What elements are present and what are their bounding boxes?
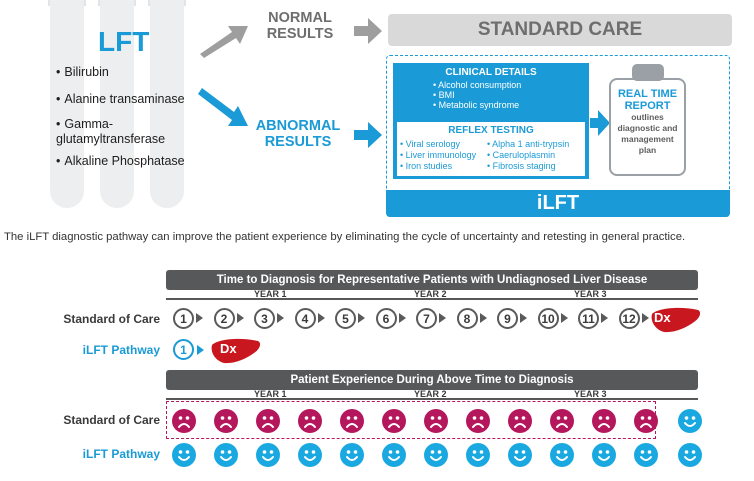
reflex-list-left: • Viral serology • Liver immunology • Ir… — [400, 139, 477, 171]
test-item: •Alanine transaminase — [56, 92, 185, 106]
ilft-pathway-label: iLFT Pathway — [82, 343, 160, 357]
standard-care-box: STANDARD CARE — [388, 14, 732, 46]
step-arrow-icon — [358, 313, 365, 323]
step-circle: 10 — [537, 308, 559, 329]
experience-title: Patient Experience During Above Time to … — [166, 370, 698, 390]
step-arrow-icon — [439, 313, 446, 323]
step-arrow-icon — [398, 313, 406, 323]
happy-face-icon — [466, 443, 490, 467]
dx-label: Dx — [220, 341, 237, 356]
sad-face-icon — [508, 409, 532, 433]
test-tube-icon — [150, 0, 184, 208]
sad-face-icon — [256, 409, 280, 433]
step-arrow-icon — [601, 313, 608, 323]
step-arrow-icon — [479, 313, 487, 323]
dx-label: Dx — [654, 310, 671, 325]
ilft-label-bar: iLFT — [386, 190, 730, 217]
timeline-year-bar: YEAR 1 YEAR 2 YEAR 3 — [166, 288, 698, 300]
arrow-down-right-icon — [198, 88, 248, 126]
ilft-pathway-label: iLFT Pathway — [82, 447, 160, 461]
year-label: YEAR 2 — [414, 389, 447, 399]
caption: The iLFT diagnostic pathway can improve … — [4, 231, 686, 243]
real-time-report: REAL TIME REPORT outlines diagnostic and… — [617, 88, 678, 155]
step-circle: 12 — [618, 308, 640, 329]
happy-face-icon — [298, 443, 322, 467]
arrow-right-icon — [354, 122, 382, 148]
liver-icon — [651, 307, 701, 333]
step-arrow-icon — [641, 313, 649, 323]
step-circle: 8 — [456, 308, 478, 329]
arrow-up-right-icon — [200, 26, 248, 58]
arrow-right-icon — [590, 110, 610, 136]
happy-face-icon — [424, 443, 448, 467]
reflex-testing-box: REFLEX TESTING • Viral serology • Liver … — [397, 122, 585, 176]
sad-face-icon — [298, 409, 322, 433]
happy-face-icon — [340, 443, 364, 467]
test-item: •Alkaline Phosphatase — [56, 154, 185, 168]
sad-face-icon — [214, 409, 238, 433]
happy-face-icon — [508, 443, 532, 467]
step-circle: 6 — [375, 308, 397, 329]
happy-face-icon — [678, 443, 702, 467]
ilft-step: 1 — [173, 339, 194, 360]
uncertainty-period-box — [166, 401, 656, 439]
timeline-title: Time to Diagnosis for Representative Pat… — [166, 270, 698, 290]
step-circle: 7 — [416, 308, 437, 329]
step-arrow-icon — [277, 313, 284, 323]
happy-face-icon — [592, 443, 616, 467]
arrow-right-icon — [354, 18, 382, 44]
clinical-details-title: CLINICAL DETAILS — [445, 67, 537, 78]
step-circle: 2 — [213, 308, 235, 329]
experience-year-bar: YEAR 1 YEAR 2 YEAR 3 — [166, 388, 698, 400]
step-arrow-icon — [236, 313, 244, 323]
standard-of-care-label: Standard of Care — [63, 413, 160, 427]
test-tube-icon — [50, 0, 84, 208]
happy-face-icon — [550, 443, 574, 467]
happy-face-icon — [634, 443, 658, 467]
test-tube-icon — [100, 0, 134, 208]
step-circle: 9 — [497, 308, 518, 329]
sad-face-icon — [424, 409, 448, 433]
happy-face-icon — [214, 443, 238, 467]
step-circle: 1 — [173, 308, 194, 329]
test-item: •Gamma-glutamyltransferase — [56, 117, 166, 146]
clinical-details-list: • Alcohol consumption • BMI • Metabolic … — [433, 80, 522, 110]
step-arrow-icon — [196, 313, 203, 323]
reflex-list-right: • Alpha 1 anti-trypsin • Caeruloplasmin … — [487, 139, 570, 171]
step-arrow-icon — [560, 313, 568, 323]
step-arrow-icon — [520, 313, 527, 323]
sad-face-icon — [172, 409, 196, 433]
liver-icon — [211, 338, 261, 364]
sad-face-icon — [550, 409, 574, 433]
test-item: •Bilirubin — [56, 65, 109, 79]
happy-face-icon — [382, 443, 406, 467]
step-circle: 3 — [254, 308, 275, 329]
year-label: YEAR 2 — [414, 289, 447, 299]
step-circle: 4 — [294, 308, 316, 329]
clipboard-icon — [609, 78, 686, 176]
sad-face-icon — [634, 409, 658, 433]
happy-face-icon — [678, 409, 702, 433]
step-arrow-icon — [197, 345, 204, 355]
sad-face-icon — [592, 409, 616, 433]
step-arrow-icon — [317, 313, 325, 323]
happy-face-icon — [172, 443, 196, 467]
sad-face-icon — [340, 409, 364, 433]
reflex-testing-title: REFLEX TESTING — [448, 125, 534, 136]
year-label: YEAR 1 — [254, 289, 287, 299]
step-circle: 11 — [578, 308, 599, 329]
year-label: YEAR 1 — [254, 389, 287, 399]
lft-title: LFT — [98, 26, 150, 57]
year-label: YEAR 3 — [574, 389, 607, 399]
sad-face-icon — [466, 409, 490, 433]
step-circle: 5 — [335, 308, 356, 329]
happy-face-icon — [256, 443, 280, 467]
year-label: YEAR 3 — [574, 289, 607, 299]
standard-of-care-label: Standard of Care — [63, 312, 160, 326]
clipboard-clip — [632, 64, 664, 81]
sad-face-icon — [382, 409, 406, 433]
